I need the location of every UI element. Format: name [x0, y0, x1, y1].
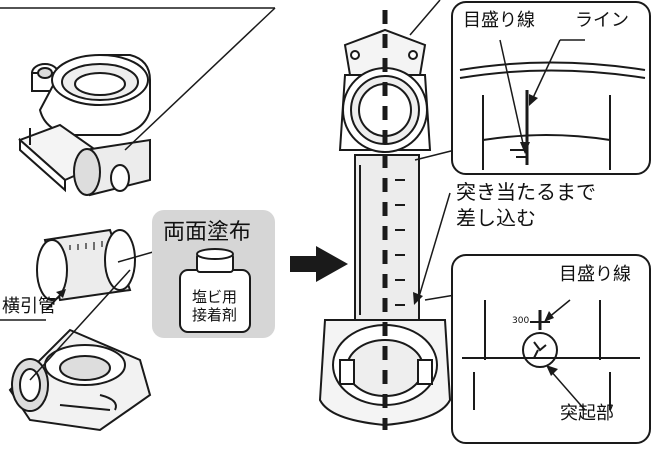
leader-line [417, 192, 451, 301]
label-scale-small: 300 [512, 316, 530, 326]
branch-pipe-icon [36, 228, 136, 302]
label-insert-line2: 差し込む [456, 206, 536, 230]
scale-marks-icon [395, 179, 405, 306]
glue-bottle-icon [179, 248, 251, 333]
arrow-head-icon [413, 292, 423, 305]
label-glue-line2: 接着剤 [192, 306, 238, 324]
leader-line [409, 0, 441, 36]
fitting-upper-icon [18, 54, 151, 197]
arrow-head-icon [56, 289, 66, 298]
arrow-head-icon [544, 311, 554, 322]
arrow-icon [45, 292, 63, 311]
arrow-head-icon [546, 365, 558, 376]
leader-line [29, 269, 131, 381]
leader-line [549, 369, 586, 411]
arrow-head-icon [520, 142, 530, 154]
leader-line [414, 149, 456, 161]
big-right-arrow-icon [290, 246, 348, 282]
leader-line [499, 39, 525, 149]
label-branch-pipe: 横引管 [2, 296, 56, 317]
label-detail-top-line: ライン [575, 10, 629, 31]
leader-line [424, 294, 456, 301]
label-detail-top-scale: 目盛り線 [463, 10, 535, 31]
label-glue-line1: 塩ビ用 [192, 288, 238, 306]
pipe-section-top-icon [459, 61, 646, 170]
label-insert-line1: 突き当たるまで [456, 180, 596, 204]
pipe-section-bottom-icon [462, 300, 640, 410]
leader-line [531, 39, 561, 101]
label-detail-bottom-protrusion: 突起部 [560, 403, 614, 424]
arrow-head-icon [529, 94, 538, 106]
fitting-lower-icon [8, 328, 152, 432]
label-both-sides: 両面塗布 [163, 220, 252, 245]
label-detail-bottom-scale: 目盛り線 [559, 264, 631, 285]
leader-line [124, 7, 276, 151]
